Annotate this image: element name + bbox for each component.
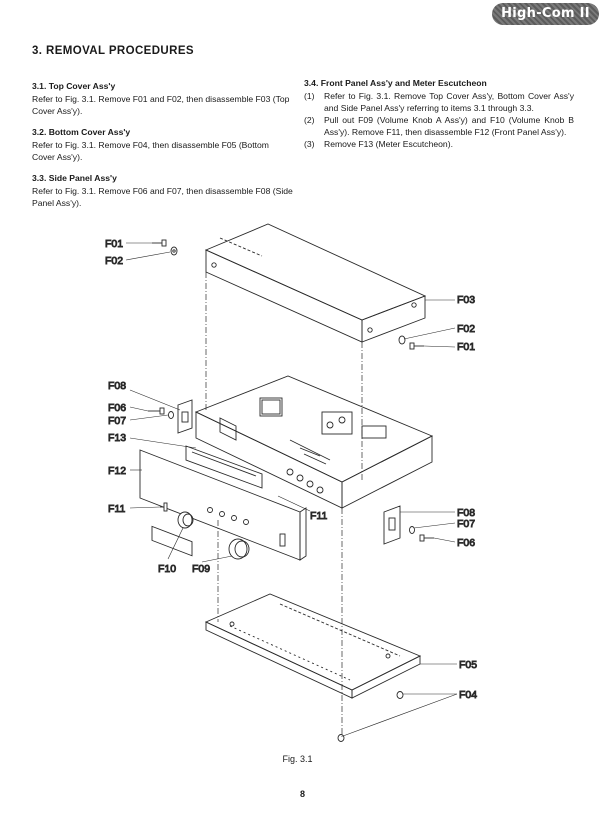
right-column: 3.4. Front Panel Ass'y and Meter Escutch… xyxy=(304,77,574,150)
chassis-drawing xyxy=(194,375,434,509)
label-f08-right: F08 xyxy=(457,507,475,519)
section-body: Refer to Fig. 3.1. Remove F06 and F07, t… xyxy=(32,186,293,208)
meter-escutcheon-drawing xyxy=(185,445,263,489)
label-f12: F12 xyxy=(108,465,126,477)
knob-f09-icon xyxy=(228,538,250,560)
label-f13: F13 xyxy=(108,432,126,444)
label-f02: F02 xyxy=(105,255,123,267)
section-3-3: 3.3. Side Panel Ass'y Refer to Fig. 3.1.… xyxy=(32,172,294,209)
section-3-1: 3.1. Top Cover Ass'y Refer to Fig. 3.1. … xyxy=(32,80,294,117)
step-list: (1) Refer to Fig. 3.1. Remove Top Cover A… xyxy=(304,90,574,150)
label-f06-right: F06 xyxy=(457,537,475,549)
screw-f01r-icon xyxy=(409,342,424,350)
knob-f10-icon xyxy=(177,511,194,529)
step-item: (1) Refer to Fig. 3.1. Remove Top Cover A… xyxy=(304,90,574,114)
washer-f02-icon xyxy=(170,246,178,256)
step-number: (3) xyxy=(304,139,315,149)
step-number: (1) xyxy=(304,91,315,101)
top-cover-drawing xyxy=(204,223,427,343)
screw-f01-icon xyxy=(152,239,167,247)
label-f01: F01 xyxy=(105,238,123,250)
screw-f04-icon xyxy=(396,691,404,699)
label-f02-right: F02 xyxy=(457,323,475,335)
side-panel-left-drawing xyxy=(177,399,193,434)
label-f10: F10 xyxy=(158,563,176,575)
label-f09: F09 xyxy=(192,563,210,575)
label-f11-panel: F11 xyxy=(310,510,327,522)
screw-f11-icon xyxy=(160,502,168,512)
label-f06: F06 xyxy=(108,402,126,414)
washer-f07r-icon xyxy=(409,526,415,534)
label-f07: F07 xyxy=(108,415,126,427)
washer-f07-icon xyxy=(168,411,174,419)
screw-f06r-icon xyxy=(419,534,434,542)
figure-caption-text: Fig. 3.1 xyxy=(282,754,313,764)
label-f08: F08 xyxy=(108,380,126,392)
label-f05: F05 xyxy=(459,659,477,671)
screw-f06-icon xyxy=(148,407,165,415)
side-panel-right-drawing xyxy=(383,505,401,545)
step-text: Refer to Fig. 3.1. Remove Top Cover Ass'… xyxy=(324,91,574,113)
step-number: (2) xyxy=(304,115,315,125)
section-body: Refer to Fig. 3.1. Remove F04, then disa… xyxy=(32,140,269,162)
label-f07-right: F07 xyxy=(457,518,475,530)
brand-badge: High-Com II xyxy=(492,3,599,25)
step-item: (2) Pull out F09 (Volume Knob A Ass'y) an… xyxy=(304,114,574,138)
assembly-guides xyxy=(205,272,363,738)
page-number: 8 xyxy=(299,789,305,799)
bottom-cover-drawing xyxy=(204,593,422,699)
section-title: 3.4. Front Panel Ass'y and Meter Escutch… xyxy=(304,78,487,88)
section-body: Refer to Fig. 3.1. Remove F01 and F02, t… xyxy=(32,94,290,116)
washer-f02r-icon xyxy=(398,335,406,345)
step-text: Pull out F09 (Volume Knob A Ass'y) and F… xyxy=(324,115,574,137)
section-title: 3.1. Top Cover Ass'y xyxy=(32,81,116,91)
front-panel-drawing xyxy=(139,449,307,561)
section-title: 3.2. Bottom Cover Ass'y xyxy=(32,127,131,137)
step-item: (3) Remove F13 (Meter Escutcheon). xyxy=(304,138,574,150)
step-text: Remove F13 (Meter Escutcheon). xyxy=(324,139,453,149)
section-title: 3.3. Side Panel Ass'y xyxy=(32,173,117,183)
label-f03: F03 xyxy=(457,294,475,306)
label-f01-right: F01 xyxy=(457,341,475,353)
screw-f04b-icon xyxy=(337,734,345,742)
leader-lines xyxy=(125,242,458,737)
figure-caption: Fig. 3.1 xyxy=(0,754,605,764)
left-column: 3.1. Top Cover Ass'y Refer to Fig. 3.1. … xyxy=(32,80,294,218)
page-title: 3. REMOVAL PROCEDURES xyxy=(32,45,194,57)
label-f04: F04 xyxy=(459,689,477,701)
label-f11: F11 xyxy=(108,503,125,515)
section-3-2: 3.2. Bottom Cover Ass'y Refer to Fig. 3.… xyxy=(32,126,294,163)
